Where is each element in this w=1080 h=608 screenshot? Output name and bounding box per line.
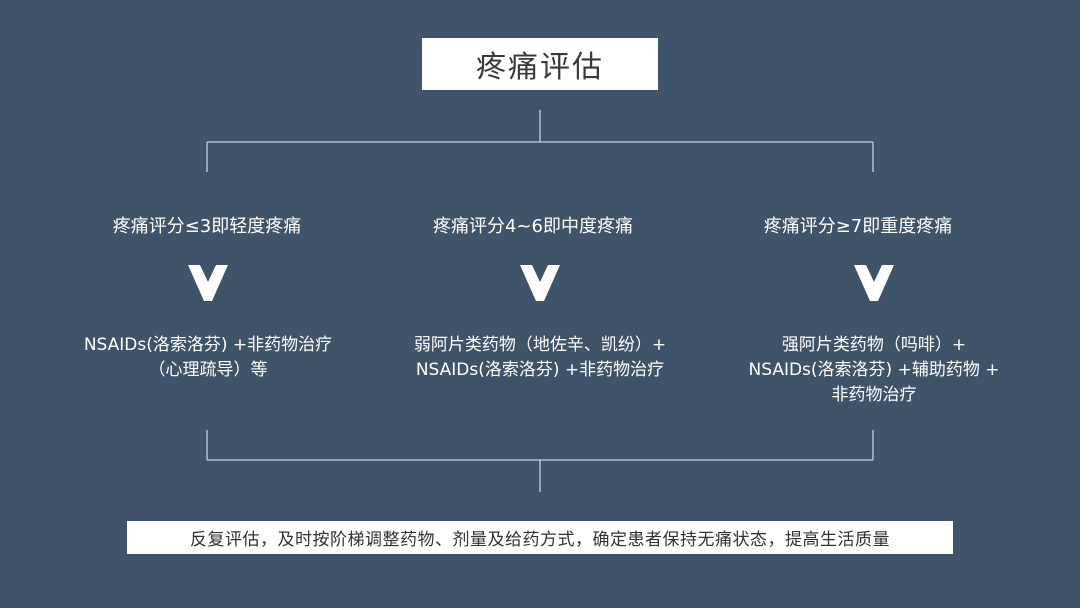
level-moderate-label: 疼痛评分4~6即中度疼痛: [433, 216, 633, 237]
treatment-line: 弱阿片类药物（地佐辛、凯纷）+: [413, 335, 667, 355]
footer-summary: 反复评估，及时按阶梯调整药物、剂量及给药方式，确定患者保持无痛状态，提高生活质量: [127, 521, 953, 554]
treatment-line: 非药物治疗: [831, 385, 917, 405]
chevron-down-icon: [854, 265, 894, 301]
diagram-title-text: 疼痛评估: [476, 50, 604, 85]
footer-summary-text: 反复评估，及时按阶梯调整药物、剂量及给药方式，确定患者保持无痛状态，提高生活质量: [190, 530, 890, 550]
treatment-line: NSAIDs(洛索洛芬) +辅助药物 +: [748, 360, 1000, 380]
level-mild-label: 疼痛评分≤3即轻度疼痛: [112, 216, 302, 237]
chevron-down-icon: [520, 265, 560, 301]
treatment-line: NSAIDs(洛索洛芬) +非药物治疗: [83, 335, 333, 355]
level-mild-treatment: NSAIDs(洛索洛芬) +非药物治疗 （心理疏导）等: [38, 333, 378, 383]
treatment-line: （心理疏导）等: [148, 360, 268, 380]
level-severe-label: 疼痛评分≥7即重度疼痛: [763, 216, 953, 237]
treatment-line: 强阿片类药物（吗啡）+: [781, 335, 967, 355]
level-moderate-treatment: 弱阿片类药物（地佐辛、凯纷）+ NSAIDs(洛索洛芬) +非药物治疗: [370, 333, 710, 383]
level-severe-treatment: 强阿片类药物（吗啡）+ NSAIDs(洛索洛芬) +辅助药物 + 非药物治疗: [704, 333, 1044, 408]
chevron-down-icon: [188, 265, 228, 301]
diagram-title: 疼痛评估: [422, 38, 658, 90]
treatment-line: NSAIDs(洛索洛芬) +非药物治疗: [415, 360, 665, 380]
